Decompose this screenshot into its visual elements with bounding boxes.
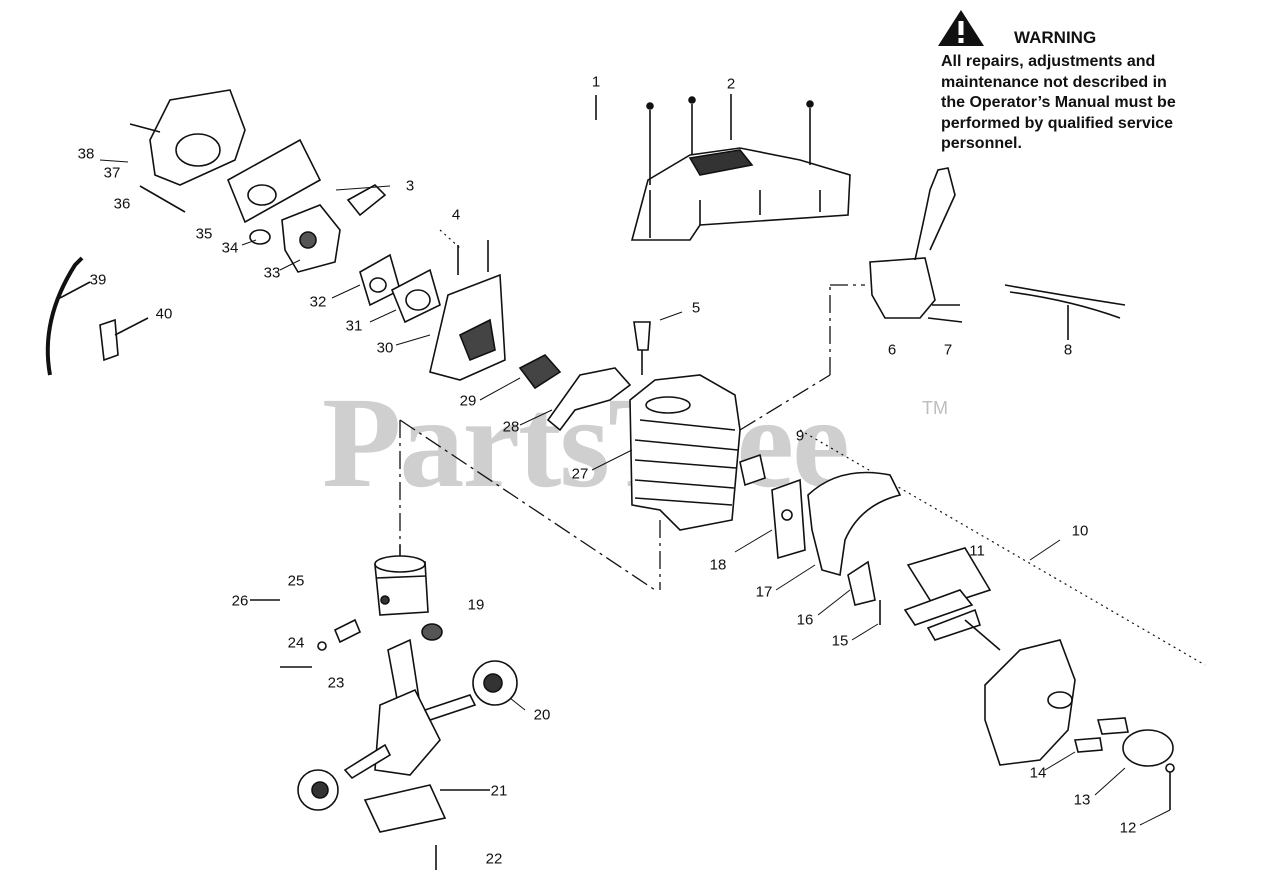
- ignition-module-part[interactable]: [869, 167, 1126, 340]
- callout-28[interactable]: 28: [502, 418, 520, 436]
- trademark: TM: [922, 398, 948, 418]
- callout-23[interactable]: 23: [327, 674, 345, 692]
- callout-10[interactable]: 10: [1071, 522, 1089, 540]
- callout-6[interactable]: 6: [887, 341, 897, 359]
- callout-33[interactable]: 33: [263, 264, 281, 282]
- callout-13[interactable]: 13: [1073, 791, 1091, 809]
- callout-3[interactable]: 3: [405, 177, 415, 195]
- callout-26[interactable]: 26: [231, 592, 249, 610]
- warning-text: All repairs, adjustments and maintenance…: [941, 52, 1226, 155]
- callout-9[interactable]: 9: [795, 427, 805, 445]
- piston-part[interactable]: [250, 545, 443, 668]
- callout-7[interactable]: 7: [943, 341, 953, 359]
- warning-line: the Operator’s Manual must be: [941, 94, 1176, 111]
- muffler-gasket-parts[interactable]: [771, 471, 902, 606]
- callout-24[interactable]: 24: [287, 634, 305, 652]
- warning-title: WARNING: [1014, 28, 1097, 47]
- callout-27[interactable]: 27: [571, 465, 589, 483]
- callout-35[interactable]: 35: [195, 225, 213, 243]
- fuel-line-part[interactable]: [45, 256, 149, 376]
- warning-line: personnel.: [941, 135, 1022, 152]
- callout-25[interactable]: 25: [287, 572, 305, 590]
- intake-manifold-part[interactable]: [429, 240, 506, 381]
- carburetor-part[interactable]: [249, 184, 387, 273]
- callout-40[interactable]: 40: [155, 305, 173, 323]
- callout-20[interactable]: 20: [533, 706, 551, 724]
- callout-4[interactable]: 4: [451, 206, 461, 224]
- callout-15[interactable]: 15: [831, 632, 849, 650]
- cylinder-part[interactable]: [629, 321, 766, 531]
- callout-12[interactable]: 12: [1119, 819, 1137, 837]
- callout-31[interactable]: 31: [345, 317, 363, 335]
- air-filter-cover-part[interactable]: [129, 89, 322, 224]
- callout-29[interactable]: 29: [459, 392, 477, 410]
- callout-17[interactable]: 17: [755, 583, 773, 601]
- warning-line: maintenance not described in: [941, 73, 1167, 91]
- callout-22[interactable]: 22: [485, 850, 503, 868]
- callout-38[interactable]: 38: [77, 145, 95, 163]
- gasket-parts[interactable]: [359, 253, 441, 324]
- callout-34[interactable]: 34: [221, 239, 239, 257]
- callout-30[interactable]: 30: [376, 339, 394, 357]
- callout-36[interactable]: 36: [113, 195, 131, 213]
- callout-18[interactable]: 18: [709, 556, 727, 574]
- warning-line: All repairs, adjustments and: [941, 53, 1156, 70]
- callout-21[interactable]: 21: [490, 782, 508, 800]
- warning-line: performed by qualified service: [941, 114, 1174, 132]
- callout-8[interactable]: 8: [1063, 341, 1073, 359]
- callout-37[interactable]: 37: [103, 164, 121, 182]
- callout-39[interactable]: 39: [89, 271, 107, 289]
- intake-boot-part[interactable]: [518, 354, 632, 432]
- callout-11[interactable]: 11: [969, 542, 985, 560]
- callout-5[interactable]: 5: [691, 299, 701, 317]
- callout-2[interactable]: 2: [726, 75, 736, 93]
- cylinder-cover-part[interactable]: [595, 94, 851, 241]
- callout-16[interactable]: 16: [796, 611, 814, 629]
- warning-icon: [938, 10, 984, 46]
- muffler-part[interactable]: [879, 547, 1175, 810]
- callout-1[interactable]: 1: [591, 73, 601, 91]
- callout-14[interactable]: 14: [1029, 764, 1047, 782]
- callout-32[interactable]: 32: [309, 293, 327, 311]
- crankshaft-part[interactable]: [297, 638, 518, 870]
- callout-19[interactable]: 19: [467, 596, 485, 614]
